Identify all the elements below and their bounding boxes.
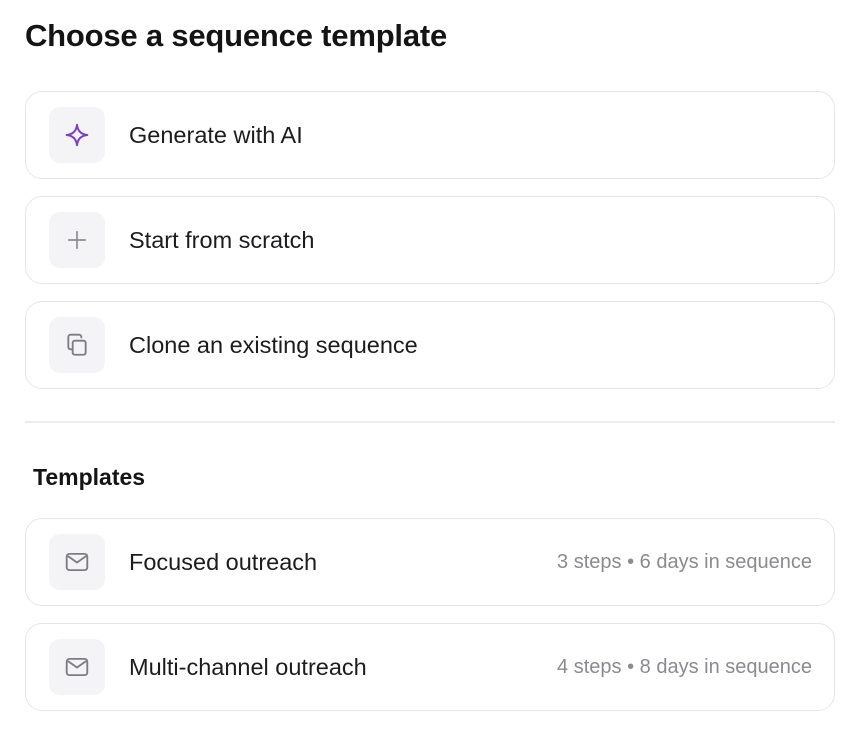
- mail-icon-container: [49, 639, 105, 695]
- sparkle-icon: [65, 123, 89, 147]
- copy-icon: [67, 333, 87, 356]
- mail-icon-container: [49, 534, 105, 590]
- mail-icon: [65, 552, 89, 572]
- start-from-scratch-option[interactable]: Start from scratch: [25, 196, 835, 284]
- template-meta: 4 steps • 8 days in sequence: [557, 655, 812, 678]
- template-meta: 3 steps • 6 days in sequence: [557, 550, 812, 573]
- option-label: Start from scratch: [129, 226, 315, 253]
- clone-sequence-option[interactable]: Clone an existing sequence: [25, 301, 835, 389]
- sparkle-icon-container: [49, 107, 105, 163]
- template-multi-channel-outreach[interactable]: Multi-channel outreach 4 steps • 8 days …: [25, 623, 835, 711]
- option-label: Generate with AI: [129, 121, 303, 148]
- section-divider: [25, 421, 835, 423]
- template-label: Multi-channel outreach: [129, 653, 367, 680]
- generate-with-ai-option[interactable]: Generate with AI: [25, 91, 835, 179]
- option-label: Clone an existing sequence: [129, 331, 418, 358]
- template-label: Focused outreach: [129, 548, 318, 575]
- plus-icon: [67, 230, 87, 250]
- copy-icon-container: [49, 317, 105, 373]
- plus-icon-container: [49, 212, 105, 268]
- templates-section-title: Templates: [33, 464, 146, 490]
- page-title: Choose a sequence template: [25, 18, 448, 53]
- template-focused-outreach[interactable]: Focused outreach 3 steps • 6 days in seq…: [25, 518, 835, 606]
- mail-icon: [65, 657, 89, 677]
